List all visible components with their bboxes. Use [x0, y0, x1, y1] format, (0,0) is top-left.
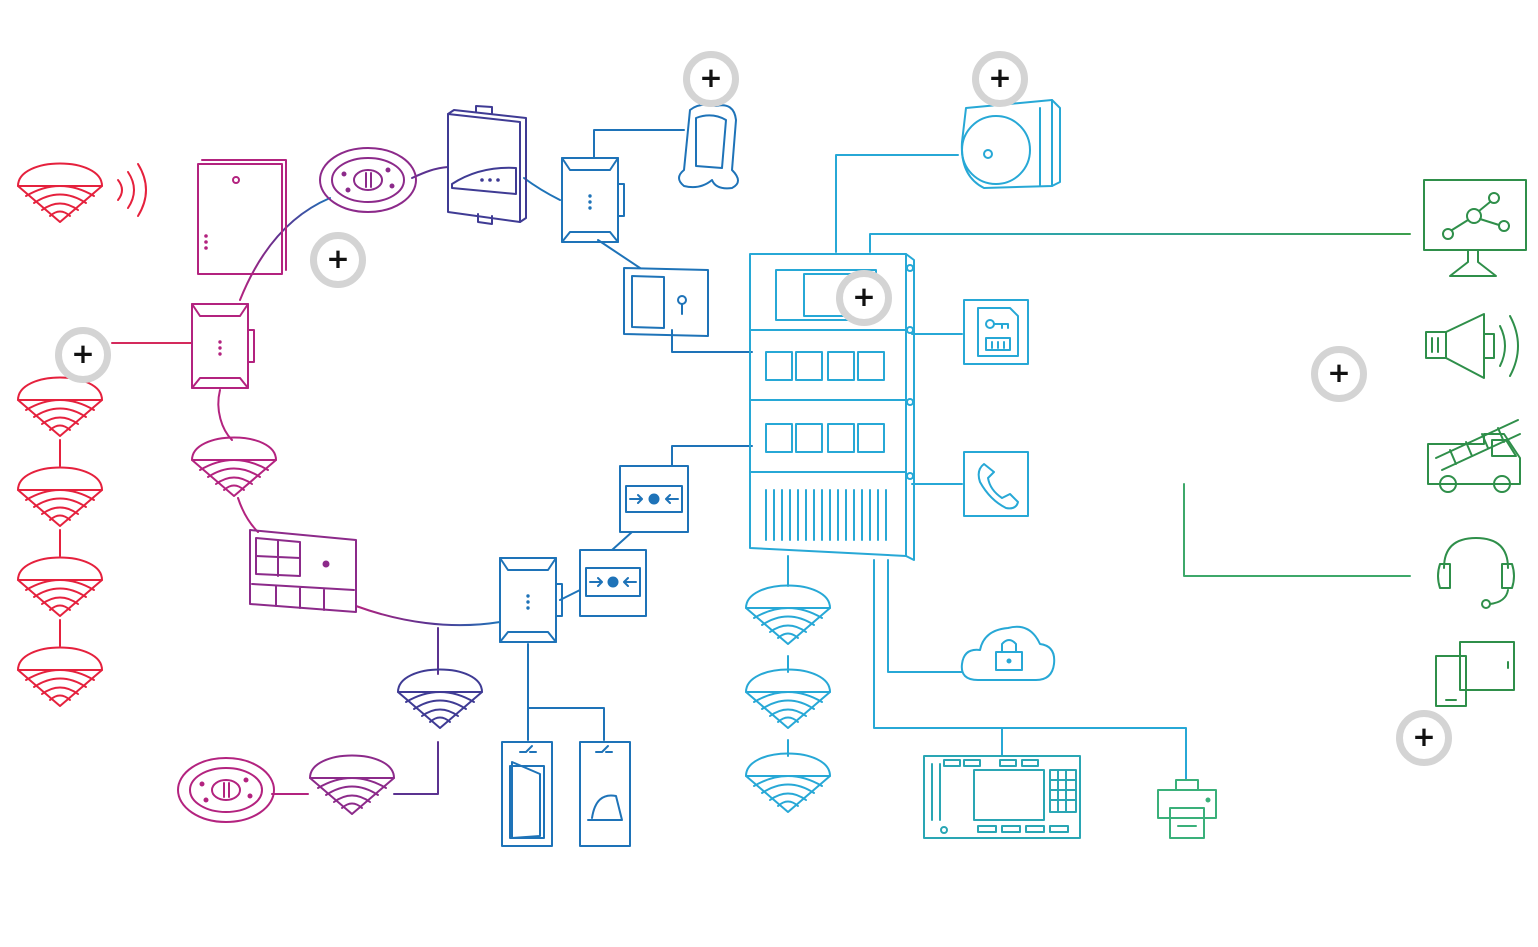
key-depot-icon: [963, 299, 1029, 365]
call-point-icon: [619, 465, 689, 533]
smoke-detector-icon: [745, 752, 831, 813]
hotspot-button[interactable]: +: [972, 51, 1028, 107]
interface-module-icon: [191, 303, 255, 389]
network-icon: [1423, 179, 1527, 277]
plus-icon: +: [326, 242, 350, 275]
plus-icon: +: [988, 61, 1012, 94]
hatch-icon: [579, 741, 631, 847]
printer-icon: [1157, 779, 1217, 839]
smoke-detector-icon: [17, 162, 103, 223]
beam-detector-icon: [319, 147, 417, 213]
telephone-icon: [963, 451, 1029, 517]
plus-icon: +: [699, 61, 723, 94]
smoke-detector-icon: [17, 556, 103, 617]
hotspot-button[interactable]: +: [55, 327, 111, 383]
plus-icon: +: [1327, 356, 1351, 389]
call-point-icon: [579, 549, 647, 617]
hotspot-button[interactable]: +: [836, 270, 892, 326]
beam-detector-icon: [177, 757, 275, 823]
operator-terminal-icon: [923, 755, 1081, 839]
interface-module-icon: [499, 557, 563, 643]
hotspot-button[interactable]: +: [1396, 710, 1452, 766]
smoke-detector-icon: [17, 466, 103, 527]
flame-detector-icon: [678, 103, 739, 190]
aspirating-detector-icon: [447, 105, 527, 225]
siren-icon: [1425, 313, 1519, 379]
smoke-detector-icon: [17, 376, 103, 437]
smoke-detector-icon: [17, 646, 103, 707]
smoke-detector-icon: [745, 584, 831, 645]
panel-box-icon: [197, 159, 287, 275]
smoke-detector-icon: [397, 668, 483, 729]
wireless-detector-group: [17, 162, 147, 707]
plus-icon: +: [852, 280, 876, 313]
wireless-signal-icon: [117, 163, 147, 217]
key-switch-icon: [623, 267, 709, 337]
flame-detector-icon: [960, 99, 1061, 189]
headset-icon: [1437, 537, 1515, 609]
plus-icon: +: [71, 337, 95, 370]
smoke-detector-icon: [745, 668, 831, 729]
smoke-detector-icon: [191, 436, 277, 497]
keypad-panel-icon: [249, 529, 357, 613]
fire-truck-icon: [1427, 419, 1521, 493]
plus-icon: +: [1412, 720, 1436, 753]
mobile-devices-icon: [1435, 641, 1515, 707]
interface-module-icon: [561, 157, 625, 243]
smoke-detector-icon: [309, 754, 395, 815]
cloud-lock-icon: [960, 625, 1056, 681]
hotspot-button[interactable]: +: [1311, 346, 1367, 402]
hotspot-button[interactable]: +: [310, 232, 366, 288]
loop-wiring: [59, 129, 1411, 795]
door-icon: [501, 741, 553, 847]
hotspot-button[interactable]: +: [683, 51, 739, 107]
